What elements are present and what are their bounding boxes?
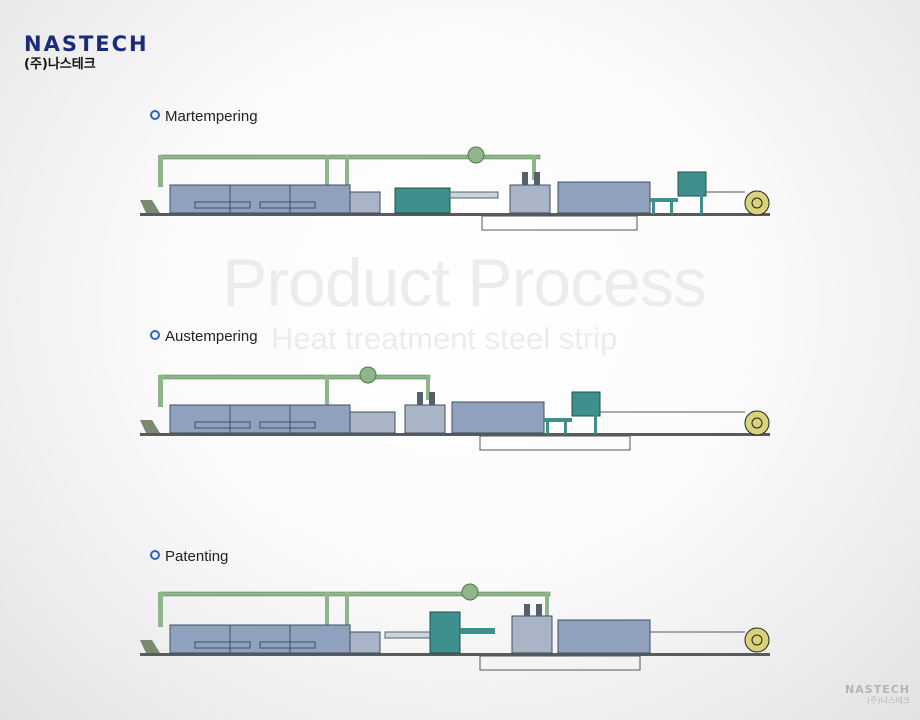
- process-line-diagram-austempering: [140, 366, 770, 451]
- watermark-title: Product Process: [222, 245, 707, 321]
- section-title: Patenting: [165, 548, 229, 565]
- process-line-diagram-patenting: [140, 583, 770, 671]
- section-title: Martempering: [165, 108, 258, 125]
- logo-wordmark: NASTECH: [24, 32, 149, 56]
- company-logo: NASTECH (주)나스테크: [24, 34, 149, 72]
- section-label-martempering: Martempering: [150, 108, 258, 126]
- bullet-icon: [150, 330, 160, 340]
- process-line-diagram-martempering: [140, 146, 770, 231]
- company-name-korean: (주)나스테크: [24, 57, 96, 72]
- footer-company-name: (주)나스테크: [866, 696, 910, 705]
- section-label-austempering: Austempering: [150, 328, 258, 346]
- section-title: Austempering: [165, 328, 258, 345]
- footer-logo: NASTECH (주)나스테크: [845, 684, 910, 706]
- section-label-patenting: Patenting: [150, 548, 228, 566]
- watermark-subtitle: Heat treatment steel strip: [271, 321, 618, 356]
- bullet-icon: [150, 550, 160, 560]
- bullet-icon: [150, 110, 160, 120]
- footer-logo-wordmark: NASTECH: [845, 683, 910, 696]
